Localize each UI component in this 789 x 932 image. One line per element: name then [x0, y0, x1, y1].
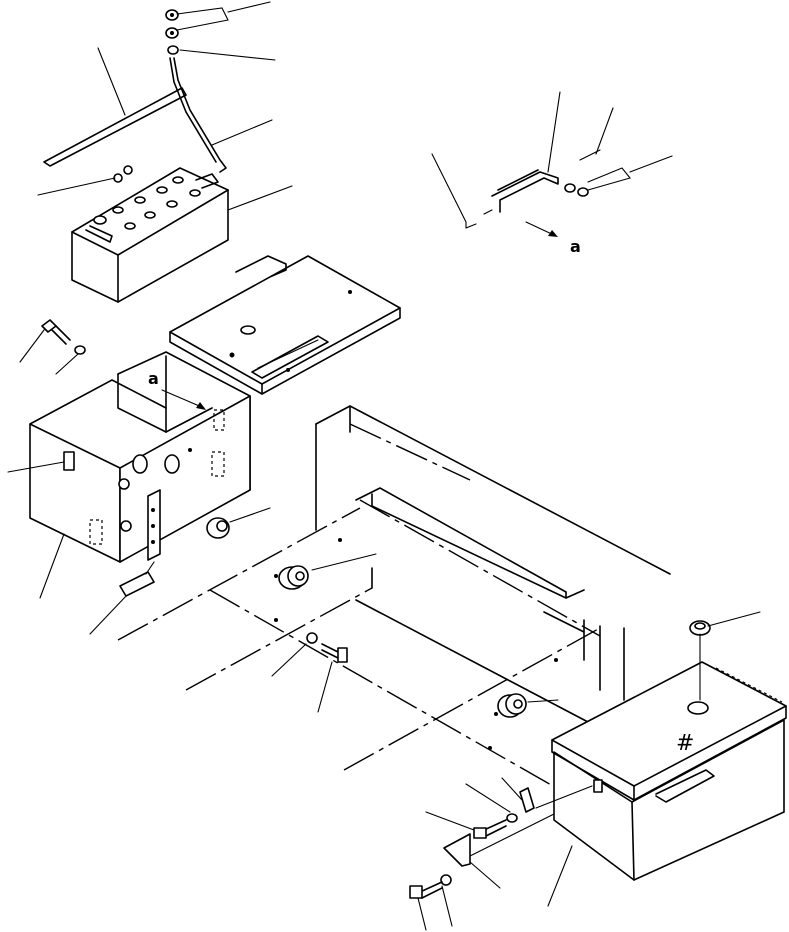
right-battery-box: #	[547, 611, 787, 907]
left-battery-box: a	[7, 351, 271, 635]
battery-tray	[169, 255, 401, 395]
j-bolt	[169, 57, 273, 173]
box-a-label: a	[148, 369, 159, 388]
frame-structure	[117, 405, 671, 791]
view-a-label: a	[570, 237, 581, 256]
battery-hold-down-bar	[43, 47, 187, 167]
bolt-washer-left	[19, 319, 86, 375]
nut-washer-stack	[165, 9, 179, 55]
battery	[37, 165, 293, 303]
frame-grommet-2	[497, 693, 559, 718]
frame-grommet-1	[278, 553, 377, 590]
bolt-washer-center	[271, 632, 348, 713]
right-box-hardware	[409, 777, 593, 931]
leader-lines-top	[176, 1, 276, 61]
view-a-bracket-detail: a	[431, 91, 673, 256]
svg-text:#: #	[676, 731, 694, 756]
